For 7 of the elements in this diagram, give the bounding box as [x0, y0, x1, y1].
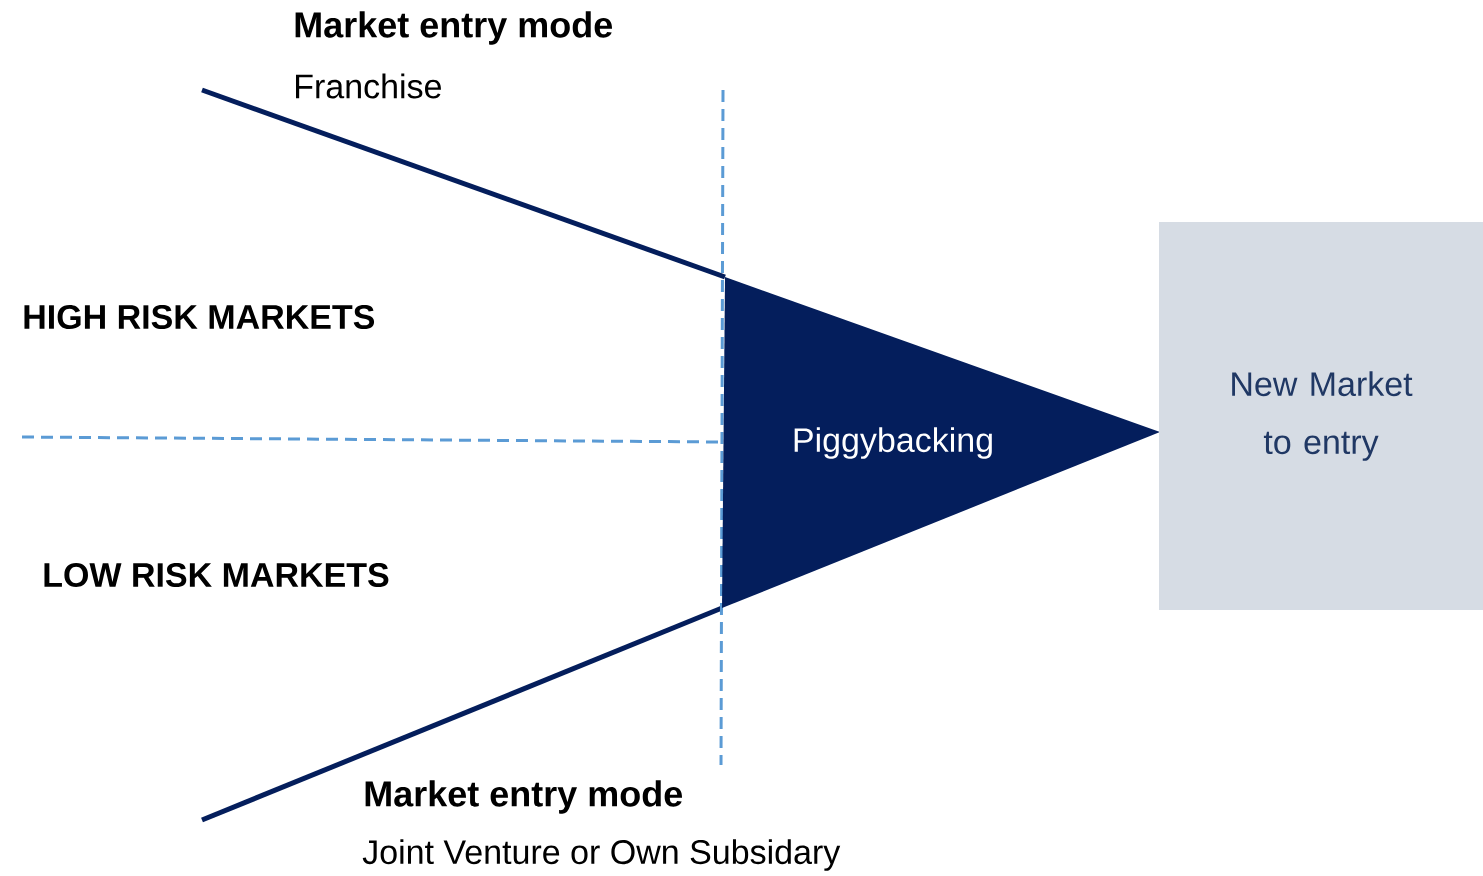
region-label: HIGH RISK MARKETS — [24, 304, 375, 330]
target-box: New Market to entry — [1159, 222, 1483, 610]
mode-heading: Market entry mode — [365, 780, 682, 814]
mode-heading: Market entry mode — [295, 11, 612, 45]
mode-text: Joint Venture or Own Subsidary — [362, 839, 841, 871]
region-label: LOW RISK MARKETS — [44, 562, 389, 588]
mode-text: Franchise — [296, 73, 441, 99]
